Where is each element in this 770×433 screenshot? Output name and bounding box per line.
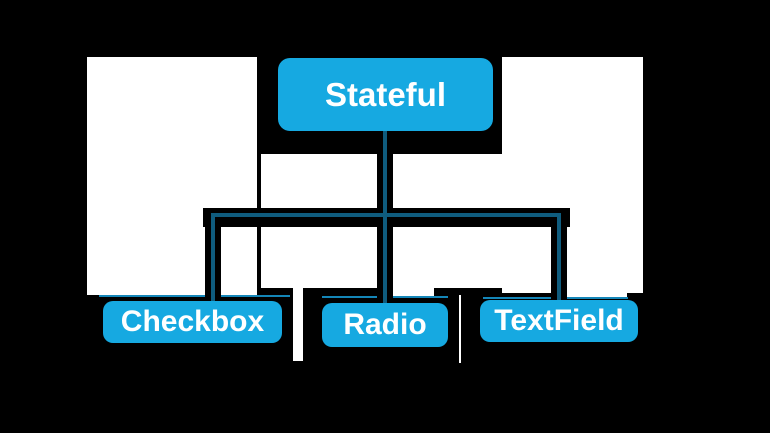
backdrop-panel-left — [87, 57, 257, 295]
node-label: Checkbox — [120, 305, 265, 338]
backdrop-patch-above-radio — [393, 280, 434, 296]
node-label: Stateful — [324, 76, 446, 113]
connector-drop-line-textfield — [557, 213, 561, 300]
connector-stem-line — [383, 131, 387, 215]
connector-horizontal-line — [211, 213, 561, 217]
node-checkbox: Checkbox — [103, 301, 282, 343]
backdrop-strip-between-radio-textfield — [459, 295, 461, 363]
node-textfield: TextField — [480, 300, 638, 342]
backdrop-patch-above-textfield — [565, 293, 627, 299]
connector-drop-line-checkbox — [211, 217, 215, 301]
backdrop-strip-between-checkbox-radio — [293, 288, 303, 361]
node-label: Radio — [343, 308, 427, 341]
node-label: TextField — [494, 304, 624, 337]
accent-line-checkbox — [99, 295, 290, 297]
connector-drop-line-radio — [383, 217, 387, 303]
backdrop-panel-right — [502, 57, 643, 293]
node-radio: Radio — [322, 303, 448, 347]
node-stateful: Stateful — [278, 58, 493, 131]
